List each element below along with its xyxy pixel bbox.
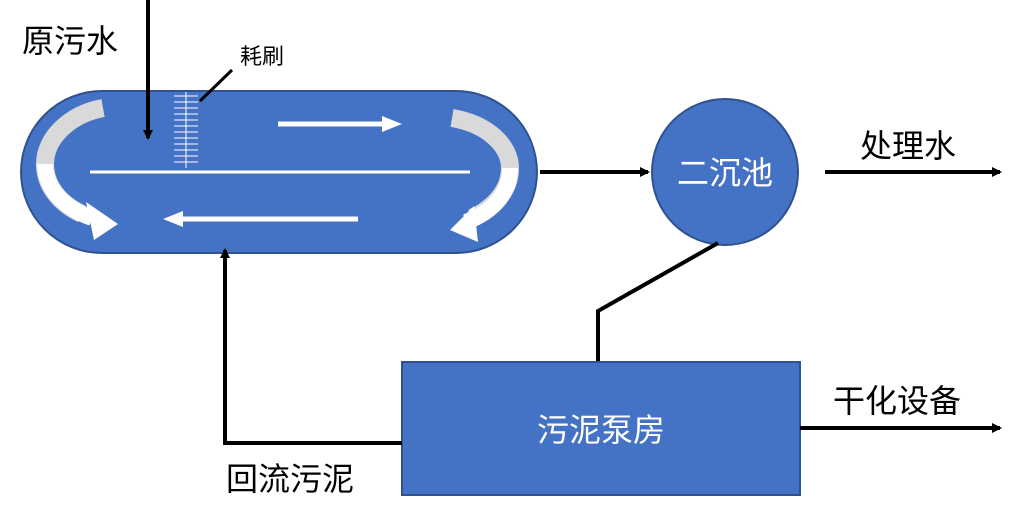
treated-water-label: 处理水: [860, 127, 956, 165]
flow-arrow-right: [278, 116, 402, 132]
flow-arrow-left: [163, 211, 358, 227]
secondary-clarifier-label: 二沉池: [677, 154, 773, 192]
right-rotation-arrow: [450, 109, 520, 242]
oxidation-ditch: [20, 90, 538, 254]
brush-leader-line: [198, 68, 234, 103]
return-sludge-arrow: [220, 248, 402, 445]
return-sludge-label: 回流污泥: [226, 460, 354, 498]
sludge-pump-house: [401, 361, 801, 496]
left-rotation-arrow: [35, 99, 118, 240]
brush-rotor-icon: [174, 92, 198, 168]
drying-equipment-label: 干化设备: [833, 382, 961, 420]
brush-label: 耗刷: [240, 45, 284, 70]
clarifier-to-pump-arrow: [593, 241, 719, 374]
secondary-clarifier: [651, 98, 799, 246]
sludge-pump-house-label: 污泥泵房: [537, 411, 665, 449]
raw-water-label: 原污水: [22, 22, 118, 60]
